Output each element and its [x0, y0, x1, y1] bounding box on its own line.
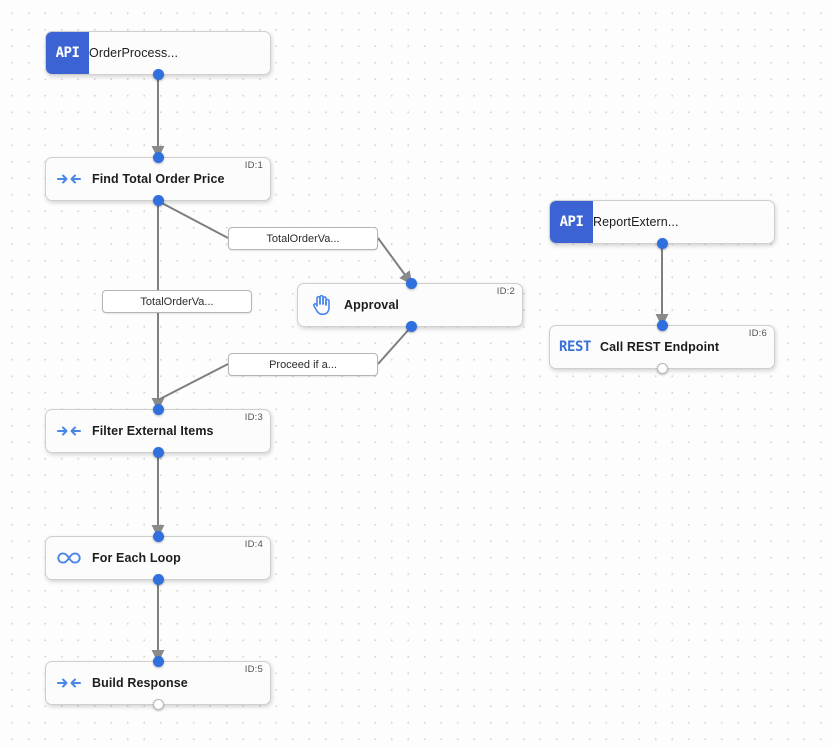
node-id-badge: ID:5	[244, 664, 263, 675]
edge-label-proceed-if-approved[interactable]: Proceed if a...	[228, 353, 378, 376]
port-out-for-each-loop[interactable]	[153, 574, 164, 585]
port-in-find-total-order-price[interactable]	[153, 152, 164, 163]
node-call-rest-endpoint[interactable]: REST Call REST Endpoint ID:6	[549, 325, 775, 369]
node-id-badge: ID:6	[748, 328, 767, 339]
merge-arrows-icon	[46, 675, 92, 691]
node-title: Filter External Items	[92, 424, 214, 438]
node-id-badge: ID:4	[244, 539, 263, 550]
port-out-filter-external-items[interactable]	[153, 447, 164, 458]
api-badge-icon: API	[550, 201, 593, 243]
edge-label-total-order-value-2[interactable]: TotalOrderVa...	[102, 290, 252, 313]
node-id-badge: ID:3	[244, 412, 263, 423]
api-badge-icon: API	[46, 32, 89, 74]
node-id-badge: ID:2	[496, 286, 515, 297]
hand-icon	[298, 294, 344, 316]
node-report-external[interactable]: API ReportExtern...	[549, 200, 775, 244]
port-in-for-each-loop[interactable]	[153, 531, 164, 542]
rest-badge-icon: REST	[558, 339, 592, 355]
merge-arrows-icon	[46, 171, 92, 187]
edge-label-text: TotalOrderVa...	[266, 232, 340, 245]
port-terminal-call-rest-endpoint[interactable]	[657, 363, 668, 374]
node-title: Call REST Endpoint	[600, 340, 720, 354]
port-in-filter-external-items[interactable]	[153, 404, 164, 415]
port-terminal-build-response[interactable]	[153, 699, 164, 710]
node-title: Approval	[344, 298, 399, 312]
node-title: Find Total Order Price	[92, 172, 225, 186]
node-approval[interactable]: Approval ID:2	[297, 283, 523, 327]
node-filter-external-items[interactable]: Filter External Items ID:3	[45, 409, 271, 453]
port-in-build-response[interactable]	[153, 656, 164, 667]
node-title: For Each Loop	[92, 551, 181, 565]
port-out-approval[interactable]	[406, 321, 417, 332]
edge-label-text: Proceed if a...	[269, 358, 337, 371]
node-id-badge: ID:1	[244, 160, 263, 171]
port-out-report-external[interactable]	[657, 238, 668, 249]
node-title: OrderProcess...	[89, 46, 179, 60]
node-for-each-loop[interactable]: For Each Loop ID:4	[45, 536, 271, 580]
node-title: ReportExtern...	[593, 215, 679, 229]
port-in-call-rest-endpoint[interactable]	[657, 320, 668, 331]
port-out-order-process[interactable]	[153, 69, 164, 80]
merge-arrows-icon	[46, 423, 92, 439]
infinity-icon	[46, 551, 92, 565]
port-out-find-total-order-price[interactable]	[153, 195, 164, 206]
edge-label-total-order-value-1[interactable]: TotalOrderVa...	[228, 227, 378, 250]
node-title: Build Response	[92, 676, 188, 690]
port-in-approval[interactable]	[406, 278, 417, 289]
edge-label-text: TotalOrderVa...	[140, 295, 214, 308]
